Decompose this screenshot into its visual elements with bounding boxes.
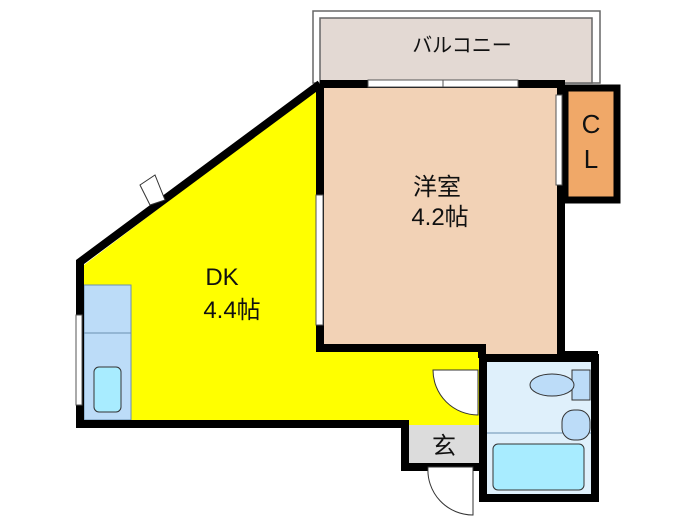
sink-icon (93, 366, 122, 413)
western-room-label: 洋室 (413, 174, 461, 201)
bathroom (479, 354, 599, 502)
balcony-label: バルコニー (412, 35, 512, 57)
washbasin-icon (561, 409, 591, 441)
bathtub-icon (492, 443, 585, 491)
dk-label: DK (205, 264, 238, 291)
dk-size: 4.4帖 (203, 297, 260, 324)
windows (75, 79, 563, 406)
toilet-icon (529, 373, 575, 397)
western-room-floor (322, 88, 557, 350)
front-door-icon (427, 466, 474, 516)
kitchen-counter (83, 284, 132, 421)
toilet-tank-icon (571, 369, 591, 401)
entrance (409, 425, 479, 463)
dk-floor (84, 88, 480, 428)
closet-label-l: L (584, 144, 598, 174)
side-door-icon (139, 174, 166, 206)
bath-door-icon (432, 369, 479, 416)
doors (139, 174, 479, 516)
closet (561, 84, 621, 204)
closet-label-c: C (582, 109, 601, 139)
balcony: バルコニー (312, 10, 601, 84)
western-room-size: 4.2帖 (411, 204, 468, 231)
entrance-label: 玄 (432, 433, 456, 460)
